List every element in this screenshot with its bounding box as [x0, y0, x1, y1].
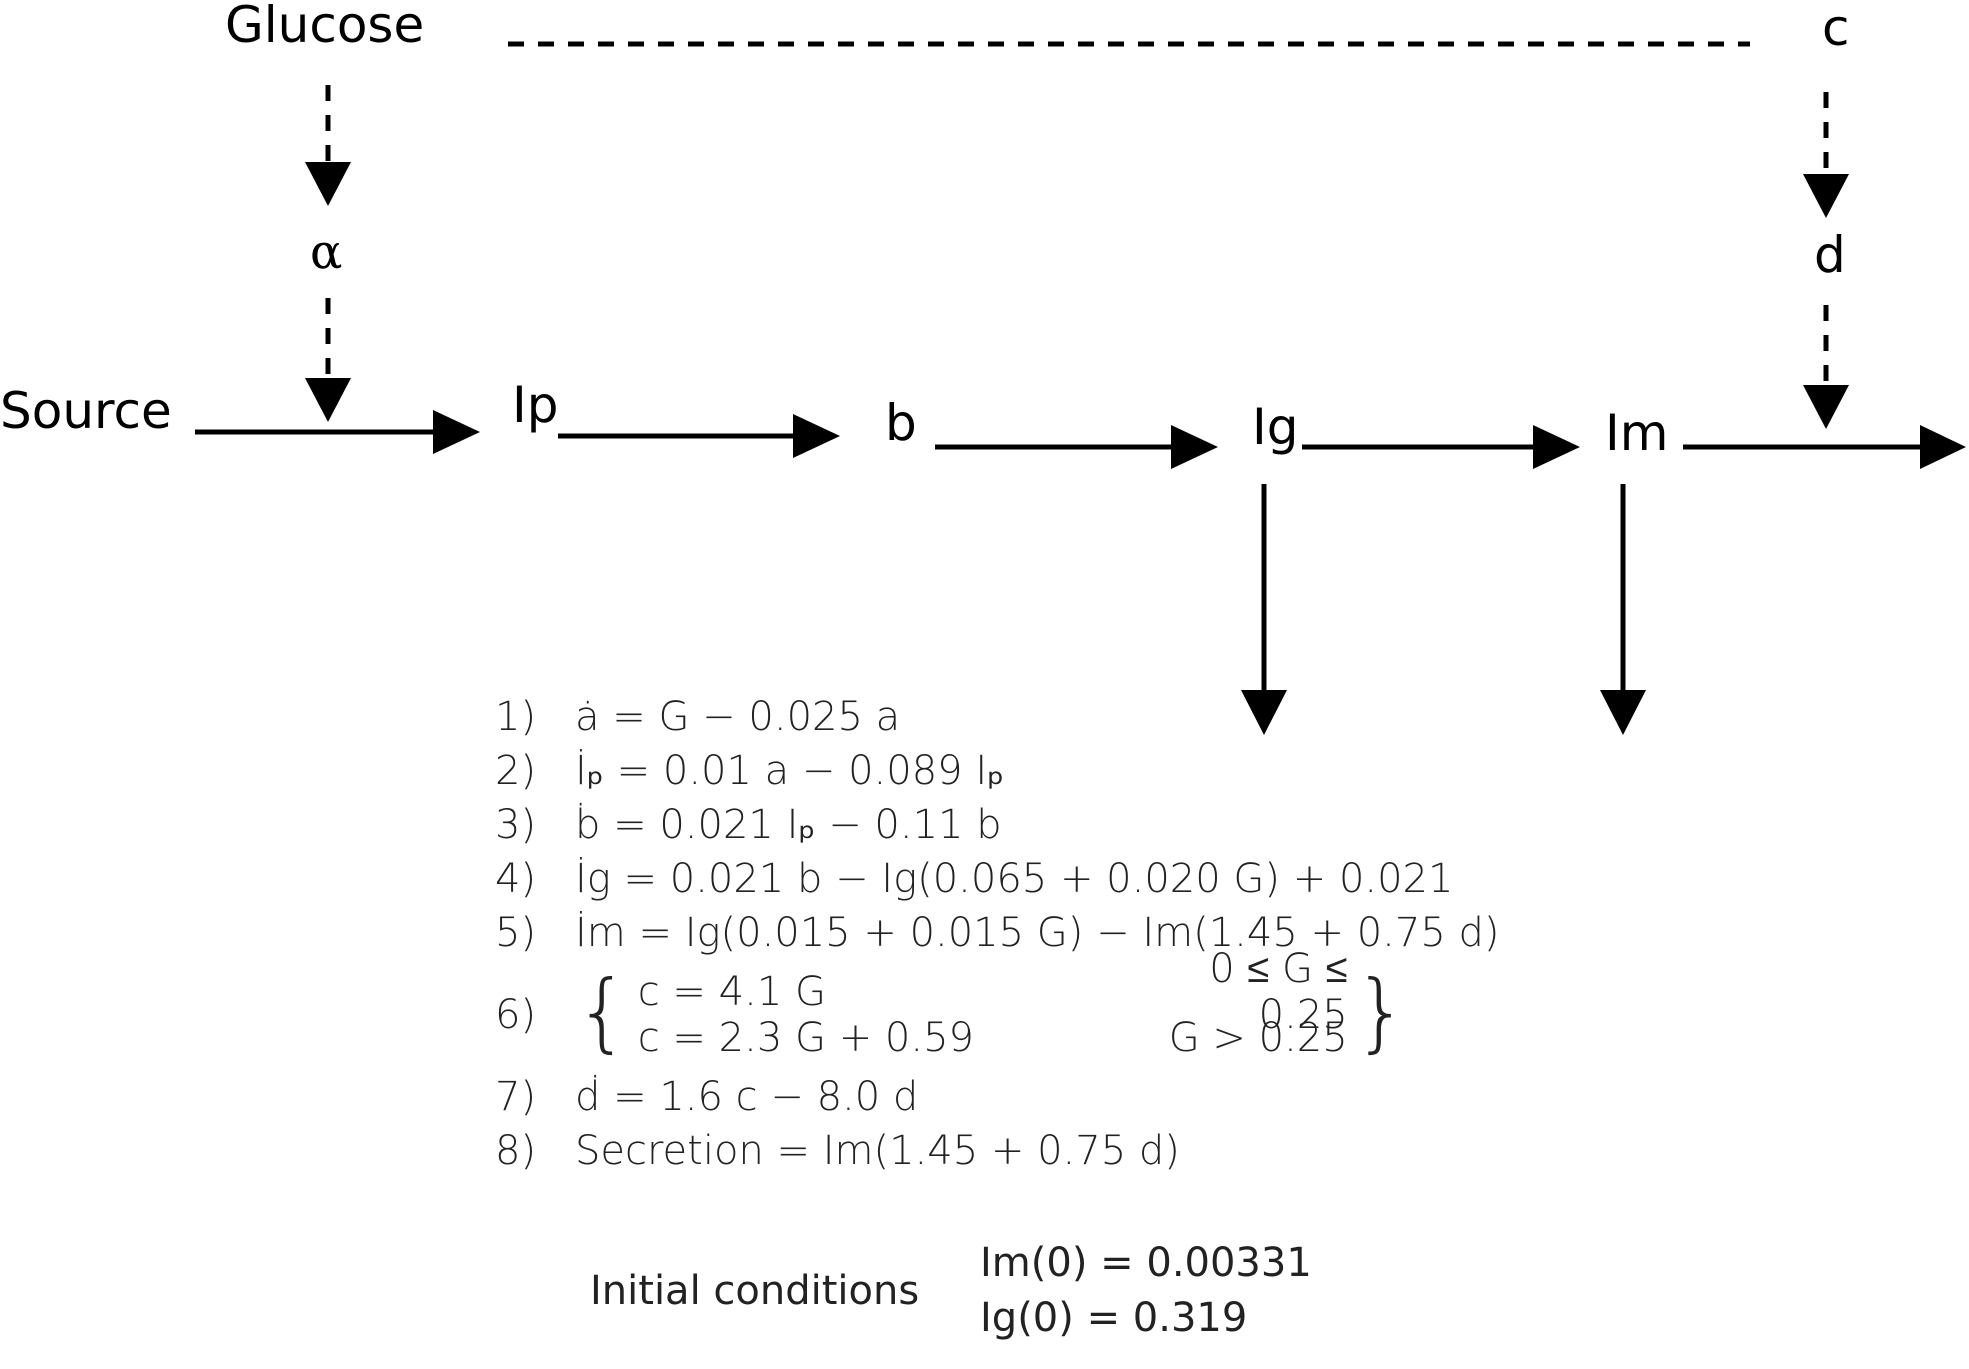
- piecewise-rows: c = 4.1 G 0 ≤ G ≤ 0.25 c = 2.3 G + 0.59 …: [637, 946, 1348, 1061]
- initial-conditions-label: Initial conditions: [590, 1268, 920, 1314]
- equation-text: ȧ = G − 0.025 a: [575, 694, 901, 740]
- piecewise-row: c = 2.3 G + 0.59 G > 0.25: [638, 1015, 1348, 1061]
- equation-number: 6): [495, 992, 537, 1038]
- node-im: Im: [1605, 404, 1668, 462]
- equation-number: 3): [495, 802, 537, 848]
- piecewise-expression: c = 4.1 G: [637, 969, 826, 1015]
- piecewise-condition: G > 0.25: [1168, 1015, 1348, 1061]
- equation-row: 1) ȧ = G − 0.025 a: [495, 690, 1595, 744]
- piecewise-expression: c = 2.3 G + 0.59: [637, 1015, 974, 1061]
- piecewise-row: c = 4.1 G 0 ≤ G ≤ 0.25: [637, 946, 1348, 1038]
- d-outflow-arrowhead: [1803, 385, 1849, 429]
- node-glucose: Glucose: [225, 0, 424, 54]
- node-ip: Ip: [512, 376, 558, 434]
- open-brace: {: [575, 962, 630, 1062]
- node-source: Source: [0, 382, 172, 440]
- im-outflow-arrowhead: [1920, 425, 1966, 469]
- piecewise-condition: 0 ≤ G ≤ 0.25: [1209, 946, 1348, 1038]
- ig-im-arrowhead: [1533, 425, 1580, 469]
- equation-number: 7): [495, 1074, 537, 1120]
- close-brace: }: [1353, 962, 1409, 1062]
- source-ip-arrowhead: [433, 410, 480, 454]
- ip-b-arrowhead: [793, 414, 840, 458]
- equation-number: 2): [495, 748, 537, 794]
- node-ig: Ig: [1252, 398, 1298, 456]
- equation-number: 1): [495, 694, 537, 740]
- equation-list: 1) ȧ = G − 0.025 a 2) İₚ = 0.01 a − 0.08…: [495, 690, 1595, 1178]
- equation-number: 5): [495, 910, 537, 956]
- equation-text: ḃ = 0.021 Iₚ − 0.11 b: [575, 802, 1002, 848]
- equation-number: 8): [495, 1128, 537, 1174]
- node-c: c: [1822, 0, 1850, 57]
- equation-text: İₚ = 0.01 a − 0.089 Iₚ: [575, 748, 1005, 794]
- initial-condition-im: Im(0) = 0.00331: [980, 1240, 1312, 1286]
- alpha-source-arrowhead: [305, 378, 351, 422]
- equation-number: 4): [495, 856, 537, 902]
- equation-text: İm = Ig(0.015 + 0.015 G) − Im(1.45 + 0.7…: [575, 910, 1500, 956]
- node-b: b: [885, 394, 917, 452]
- equation-text: İg = 0.021 b − Ig(0.065 + 0.020 G) + 0.0…: [575, 856, 1454, 902]
- glucose-alpha-arrowhead: [305, 162, 351, 206]
- equation-row: 4) İg = 0.021 b − Ig(0.065 + 0.020 G) + …: [495, 852, 1595, 906]
- equation-text: ḋ = 1.6 c − 8.0 d: [575, 1074, 919, 1120]
- equation-row: 5) İm = Ig(0.015 + 0.015 G) − Im(1.45 + …: [495, 906, 1595, 960]
- equation-row: 8) Secretion = Im(1.45 + 0.75 d): [495, 1124, 1595, 1178]
- ig-down-arrowhead: [1241, 690, 1287, 735]
- b-ig-arrowhead: [1171, 425, 1218, 469]
- im-down-arrowhead: [1600, 690, 1646, 735]
- node-alpha: α: [310, 224, 342, 280]
- equation-text: Secretion = Im(1.45 + 0.75 d): [575, 1128, 1180, 1174]
- c-d-arrowhead: [1803, 174, 1849, 218]
- equation-row: 7) ḋ = 1.6 c − 8.0 d: [495, 1070, 1595, 1124]
- equation-row: 3) ḃ = 0.021 Iₚ − 0.11 b: [495, 798, 1595, 852]
- piecewise-equation: 6) { c = 4.1 G 0 ≤ G ≤ 0.25 c = 2.3 G + …: [495, 946, 1595, 1070]
- node-d: d: [1814, 226, 1846, 284]
- initial-condition-ig: Ig(0) = 0.319: [980, 1295, 1248, 1341]
- equation-row: 2) İₚ = 0.01 a − 0.089 Iₚ: [495, 744, 1595, 798]
